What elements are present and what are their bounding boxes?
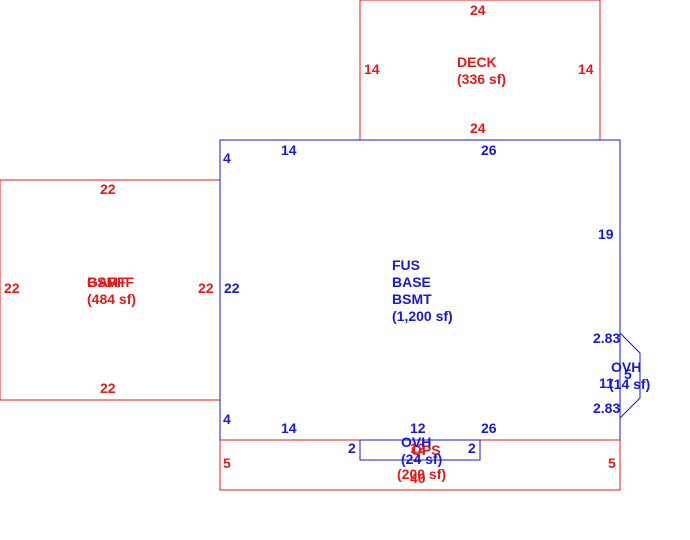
garage-name-bsmt: BSMT [87,274,127,290]
ovh-bottom-area: (24 sf) [401,451,442,467]
main-dim-right: 19 [598,226,614,242]
main-line3: BSMT [392,291,432,307]
deck-dim-left: 14 [364,61,380,77]
ovh-bottom-name: OVH [401,434,431,450]
main-dim-top-14: 14 [281,142,297,158]
garage-dim-top: 22 [100,181,116,197]
deck-name: DECK [457,54,497,70]
deck-dim-top: 24 [470,2,486,18]
ovh-bottom-dim-top: 12 [410,440,426,456]
deck-outline[interactable] [359,0,601,141]
deck-dim-bottom: 24 [470,120,486,136]
main-dim-bottom-left: 4 [223,411,231,427]
ovh-right-dim-2: 11 [599,375,614,391]
garage-dim-left: 22 [4,280,20,296]
porch-dim-right: 5 [608,455,616,471]
main-dim-top-left: 4 [223,150,231,166]
main-dim-bottom-26: 26 [481,420,497,436]
porch-dim-left: 5 [223,455,231,471]
ovh-right-dim-3: 2.83 [593,400,620,416]
garage-dim-bottom: 22 [100,380,116,396]
garage-area: (484 sf) [87,291,136,307]
ovh-right-dim-1: 2.83 [593,330,620,346]
garage-name-gar: GAR [87,274,118,290]
garage-name-ff: FF [117,274,135,290]
ovh-bottom-dim-right: 2 [468,440,476,456]
porch-name: OPS [411,442,441,458]
ovh-right-outline[interactable] [619,332,641,419]
main-dim-bottom-12: 12 [410,420,426,436]
main-dim-top-26: 26 [481,142,497,158]
deck-dim-right: 14 [578,61,594,77]
main-dim-left: 22 [224,280,240,296]
deck-area: (336 sf) [457,71,506,87]
main-area: (1,200 sf) [392,308,453,324]
garage-outline[interactable] [0,179,221,401]
main-outline[interactable] [219,139,621,441]
garage-dim-right: 22 [198,280,214,296]
ovh-bottom-dim-left: 2 [348,440,356,456]
main-line1: FUS [392,257,420,273]
ovh-bottom-outline[interactable] [359,439,481,461]
ovh-right-area: (14 sf) [609,376,650,392]
porch-area: (200 sf) [397,466,446,482]
porch-dim-bottom: 40 [410,470,426,486]
ovh-right-dim-4: 5 [624,366,632,382]
main-line2: BASE [392,274,431,290]
main-dim-bottom-14: 14 [281,420,297,436]
ovh-right-name: OVH [611,359,641,375]
